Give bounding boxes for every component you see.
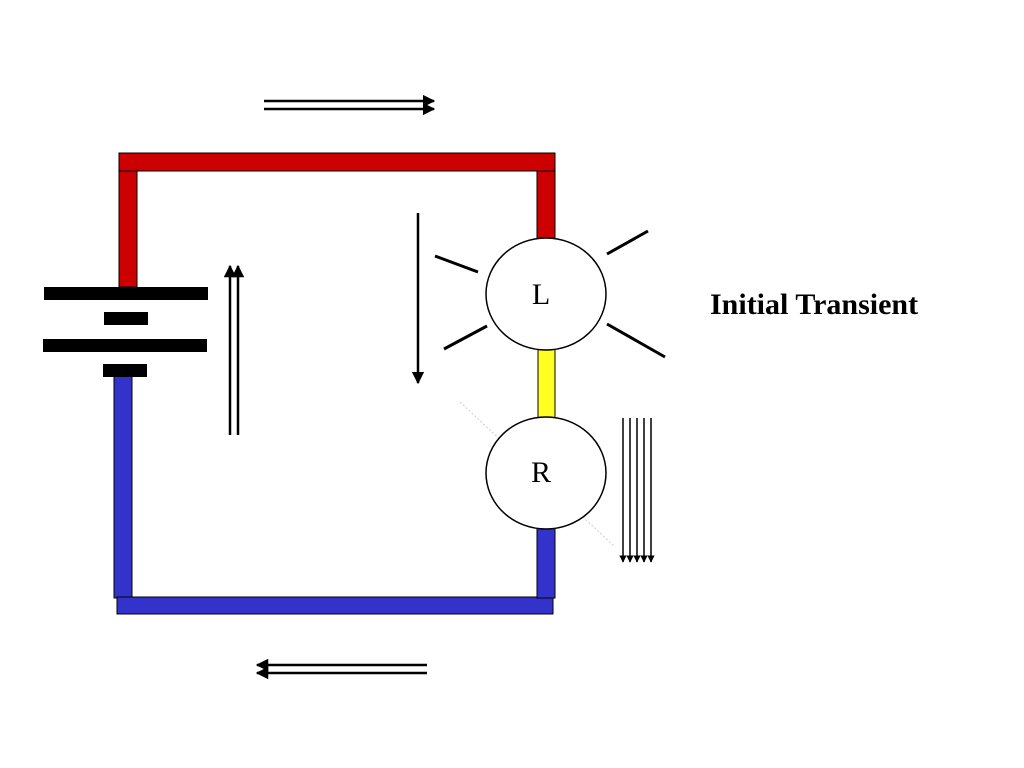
resistor: R xyxy=(485,416,607,530)
resistor-label: R xyxy=(531,456,551,489)
top-wire xyxy=(118,152,556,172)
right-upper-wire xyxy=(536,170,556,242)
current-arrow-icon xyxy=(223,94,436,680)
high-side-wire xyxy=(118,152,556,288)
inductor-lamp: L xyxy=(485,237,607,351)
right-lower-wire xyxy=(536,527,556,599)
diagram-title: Initial Transient xyxy=(710,288,919,321)
resistor-circle xyxy=(485,416,607,530)
bottom-wire xyxy=(116,596,554,615)
left-lower-wire xyxy=(113,371,133,599)
left-upper-wire xyxy=(118,170,138,288)
inductor-circle xyxy=(485,237,607,351)
inductor-label: L xyxy=(532,278,550,311)
middle-wire xyxy=(537,347,556,421)
battery-icon xyxy=(43,287,208,377)
lamp-rays-icon xyxy=(434,229,666,359)
resistor-arrows-icon xyxy=(619,418,655,563)
low-side-wire xyxy=(113,371,556,615)
